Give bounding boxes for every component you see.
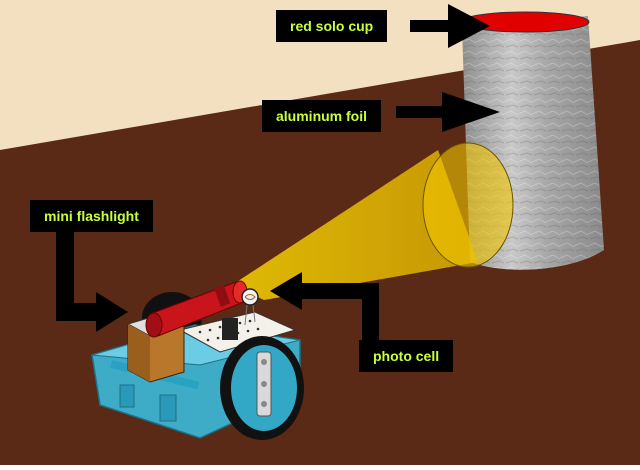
arrow-left-icon [270, 272, 379, 341]
chip [222, 318, 238, 340]
label-aluminum-foil: aluminum foil [262, 100, 381, 132]
photo-cell [241, 288, 259, 326]
mini-flashlight [145, 280, 248, 338]
label-photo-cell: photo cell [359, 340, 454, 372]
beam-end [422, 142, 514, 268]
robot [91, 280, 304, 440]
arrow-right-icon [396, 92, 500, 132]
label-mini-flashlight: mini flashlight [30, 200, 153, 232]
label-red-solo-cup: red solo cup [276, 10, 388, 42]
arrow-right-icon [56, 225, 128, 332]
light-beam [232, 150, 478, 300]
arrow-right-icon [410, 4, 490, 48]
